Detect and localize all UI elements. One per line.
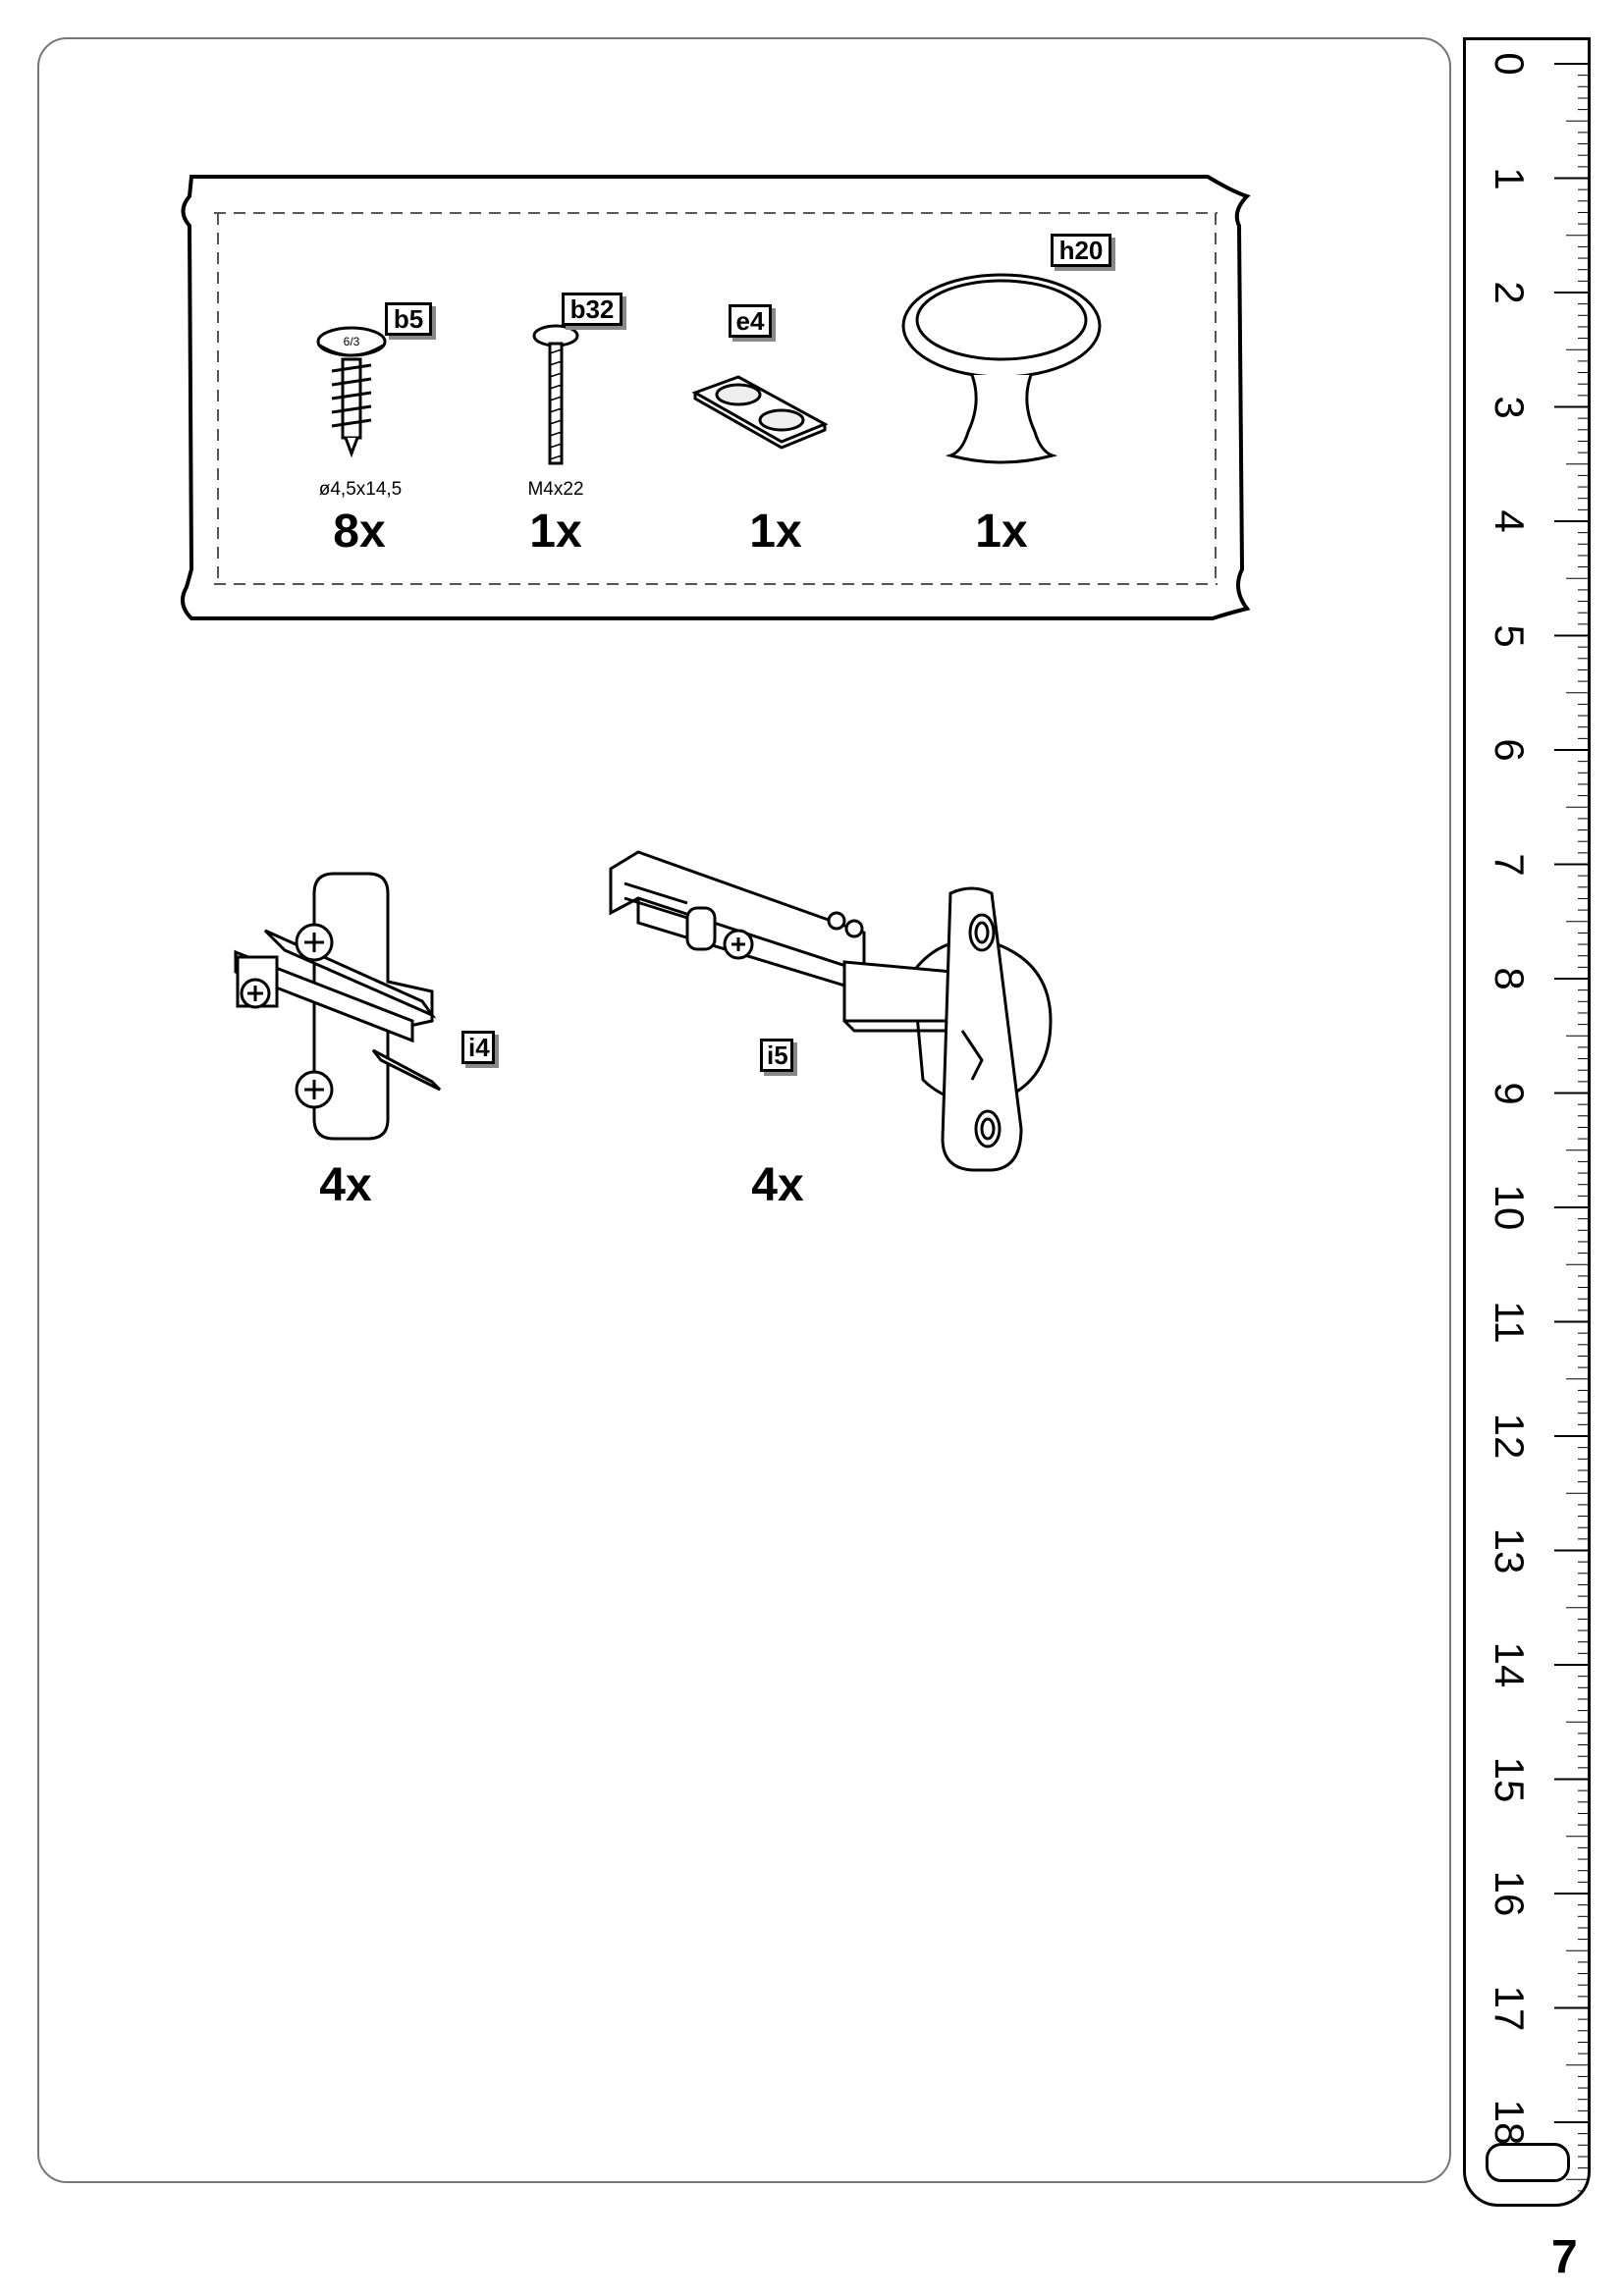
part-qty-e4: 1x bbox=[749, 506, 802, 558]
part-spec-b5: ø4,5x14,5 bbox=[318, 479, 403, 500]
knob-h20-icon bbox=[901, 273, 1102, 464]
page-frame bbox=[37, 37, 1451, 2183]
ruler-number: 4 bbox=[1487, 509, 1533, 533]
ruler-number: 5 bbox=[1487, 623, 1533, 648]
part-code-h20: h20 bbox=[1051, 234, 1111, 267]
part-code-i5: i5 bbox=[760, 1039, 793, 1072]
ruler-number: 11 bbox=[1487, 1300, 1533, 1344]
ruler-number: 3 bbox=[1487, 395, 1533, 419]
ruler-number: 7 bbox=[1487, 852, 1533, 877]
part-qty-i5: 4x bbox=[751, 1159, 804, 1211]
ruler-number: 13 bbox=[1487, 1527, 1533, 1574]
ruler-number: 15 bbox=[1487, 1756, 1533, 1802]
svg-text:6/3: 6/3 bbox=[344, 335, 360, 348]
part-spec-b32: M4x22 bbox=[527, 479, 584, 500]
part-qty-b5: 8x bbox=[333, 506, 386, 558]
ruler-number: 17 bbox=[1487, 1985, 1533, 2031]
part-code-i4: i4 bbox=[461, 1031, 495, 1064]
part-code-e4: e4 bbox=[729, 304, 772, 338]
part-qty-i4: 4x bbox=[319, 1159, 372, 1211]
ruler-number: 2 bbox=[1487, 281, 1533, 304]
hardware-bag-outline bbox=[181, 175, 1251, 620]
part-code-b32: b32 bbox=[562, 293, 623, 326]
ruler-number: 8 bbox=[1487, 967, 1533, 990]
hinge-i5-icon bbox=[609, 850, 1053, 1172]
part-code-b5: b5 bbox=[385, 302, 432, 336]
ruler-number: 12 bbox=[1487, 1413, 1533, 1460]
part-qty-b32: 1x bbox=[529, 506, 582, 558]
bolt-b32-icon bbox=[532, 324, 579, 465]
ruler-number: 6 bbox=[1487, 738, 1533, 762]
ruler-number: 0 bbox=[1487, 52, 1533, 76]
ruler-number: 9 bbox=[1487, 1081, 1533, 1105]
mounting-plate-i4-icon bbox=[234, 872, 442, 1141]
ruler-slot bbox=[1486, 2143, 1570, 2182]
page-number: 7 bbox=[1551, 2231, 1578, 2284]
ruler-number: 16 bbox=[1487, 1870, 1533, 1917]
ruler-number: 1 bbox=[1487, 166, 1533, 190]
part-qty-h20: 1x bbox=[975, 506, 1028, 558]
ruler-ticks bbox=[1554, 63, 1588, 2192]
ruler-number: 14 bbox=[1487, 1641, 1533, 1688]
screw-b5-icon: 6/3 bbox=[316, 326, 387, 458]
ruler-number: 10 bbox=[1487, 1184, 1533, 1231]
felt-pads-e4-icon bbox=[691, 375, 829, 450]
